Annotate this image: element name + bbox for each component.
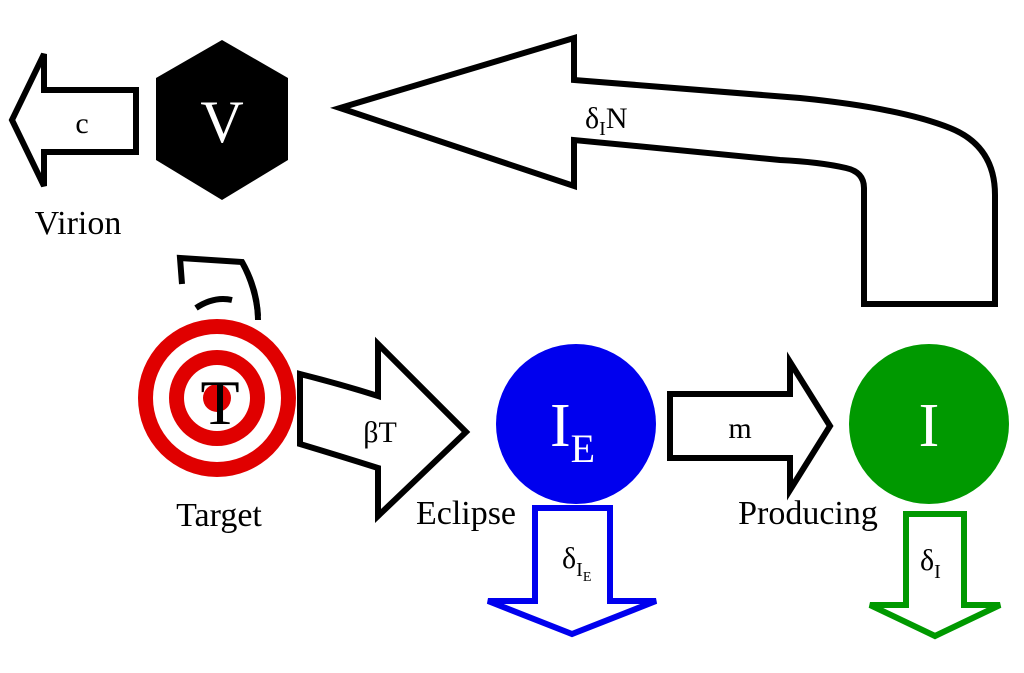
eclipse-death-sub: I bbox=[576, 559, 583, 581]
transition-rate-label: m bbox=[728, 412, 751, 445]
production-rate-label: δIN bbox=[585, 102, 627, 140]
eclipse-death-rate-label: δIE bbox=[562, 542, 591, 585]
infection-arrow-shape bbox=[297, 336, 471, 524]
eclipse-symbol-sub: E bbox=[571, 426, 595, 471]
eclipse-death-arrow-shape bbox=[486, 505, 658, 638]
infection-arrow: βT bbox=[297, 336, 471, 524]
transition-arrow: m bbox=[667, 351, 834, 501]
production-arrow: δIN bbox=[330, 33, 998, 307]
transition-arrow-shape bbox=[667, 351, 834, 501]
clearance-rate-label: c bbox=[75, 107, 88, 140]
virion-symbol: V bbox=[200, 89, 243, 155]
eclipse-death-subsub: E bbox=[583, 570, 592, 585]
infection-rate-label: βT bbox=[363, 416, 397, 449]
target-node: T bbox=[138, 319, 296, 477]
eclipse-symbol: IE bbox=[550, 392, 595, 471]
virion-caption: Virion bbox=[35, 205, 122, 242]
producing-caption: Producing bbox=[738, 495, 878, 532]
producing-death-rate-label: δI bbox=[920, 544, 941, 583]
target-caption: Target bbox=[176, 497, 262, 534]
clearance-arrow: c bbox=[8, 52, 139, 188]
eclipse-circle bbox=[496, 344, 656, 504]
production-delta-sub: I bbox=[599, 118, 606, 140]
producing-node: I bbox=[849, 344, 1009, 504]
producing-symbol: I bbox=[919, 392, 940, 460]
target-center bbox=[203, 384, 231, 412]
eclipse-node: IE bbox=[496, 344, 656, 504]
eclipse-caption: Eclipse bbox=[416, 495, 516, 532]
target-loop-right bbox=[239, 260, 261, 321]
producing-death-arrow: δI bbox=[868, 511, 1002, 640]
virion-node: V bbox=[156, 40, 288, 200]
clearance-arrow-shape bbox=[8, 52, 139, 188]
eclipse-death-arrow: δIE bbox=[486, 505, 658, 638]
production-n: N bbox=[606, 102, 628, 135]
eclipse-death-delta: δ bbox=[562, 542, 576, 575]
producing-death-delta: δ bbox=[920, 544, 934, 577]
producing-death-arrow-shape bbox=[868, 511, 1002, 640]
production-arrow-shape bbox=[330, 33, 998, 307]
eclipse-symbol-main: I bbox=[550, 392, 571, 460]
producing-circle bbox=[849, 344, 1009, 504]
target-symbol: T bbox=[200, 367, 239, 438]
producing-death-sub: I bbox=[934, 561, 941, 583]
production-delta: δ bbox=[585, 102, 599, 135]
virion-hexagon bbox=[156, 40, 288, 200]
